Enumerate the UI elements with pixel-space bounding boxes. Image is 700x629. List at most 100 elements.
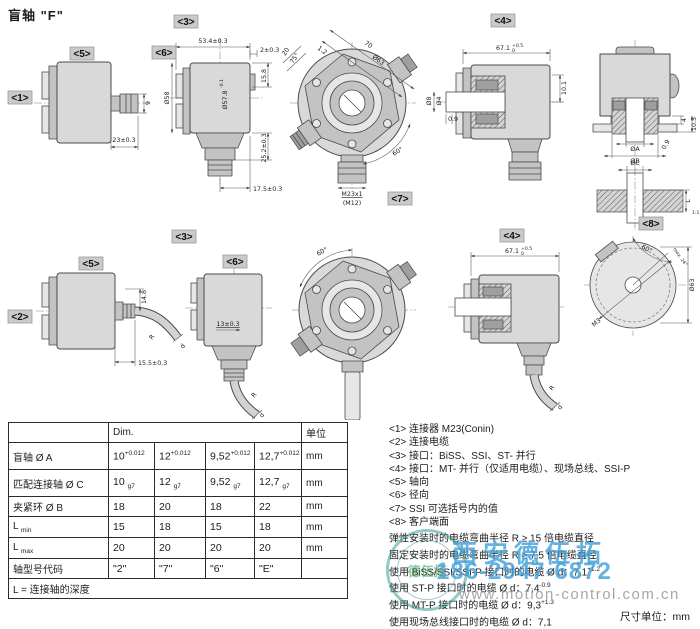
table-row: 盲轴 Ø A 10+0.012 12+0.012 9,52+0.012 12,7…	[9, 443, 348, 470]
dim-148: 14.8	[141, 290, 148, 304]
svg-text:<5>: <5>	[73, 49, 90, 60]
dim-dia-578-tol: -0.1	[219, 79, 225, 88]
unit-note: 尺寸单位：mm	[620, 609, 690, 624]
scale-note: 1:1	[692, 210, 699, 216]
row-label: 盲轴 Ø A	[9, 443, 109, 470]
svg-text:<3>: <3>	[177, 17, 194, 28]
badge-6-top: <6>	[152, 46, 176, 59]
svg-text:<4>: <4>	[494, 16, 511, 27]
table-row: 匹配连接轴 Ø C 10 g7 12 g7 9,52 g7 12,7 g7 mm	[9, 470, 348, 497]
view-customer-face-section: ØA ØB 0.9 4 10.5 ØC L 1:1 <8>	[593, 40, 699, 230]
col-unit-header: 单位	[302, 423, 348, 443]
dim-connector-length: 23±0.3	[112, 137, 135, 144]
dim-09-v4: 0.9	[448, 116, 458, 123]
badge-5-top: <5>	[70, 47, 94, 60]
dim-dia4: Ø4	[435, 97, 443, 106]
legend-note: 使用 BiSS/SSI/SSI-P 接口时的电缆 Ø d：7,1+1.2	[389, 563, 695, 580]
legend-item: <6> 径向	[389, 489, 695, 502]
table-footer-row: L = 连接轴的深度	[9, 579, 348, 599]
legend-item: <8> 客户端面	[389, 516, 695, 529]
view-front-bottom: 60°	[289, 245, 418, 420]
badge-5-bottom: <5>	[79, 257, 103, 270]
legend-item: <1> 连接器 M23(Conin)	[389, 423, 695, 436]
legend: <1> 连接器 M23(Conin) <2> 连接电缆 <3> 接口：BiSS、…	[389, 423, 695, 629]
dim-60deg-bottom: 60°	[315, 245, 329, 257]
dim-diaA: ØA	[630, 145, 640, 153]
view-rear-circle: M3 60° max. 24° Ø63	[584, 236, 696, 336]
row-label: L min	[9, 517, 109, 538]
dim-70: 70	[363, 40, 374, 50]
dim-dia8: Ø8	[425, 97, 433, 106]
svg-text:<6>: <6>	[155, 48, 172, 59]
dim-4: 4	[681, 118, 688, 122]
badge-3-top: <3>	[174, 15, 198, 28]
view-radial-cable: d R 13±0.3 <3> <6>	[172, 230, 272, 419]
dim-09-face: 0.9	[661, 139, 672, 151]
dim-cable-d-v5: d	[179, 343, 187, 350]
badge-8: <8>	[639, 217, 663, 230]
badge-6-bottom: <6>	[223, 255, 247, 268]
svg-text:<7>: <7>	[391, 194, 408, 205]
dim-175: 17.5±0.3	[253, 186, 282, 193]
dim-m12: (M12)	[343, 200, 361, 207]
table-header-row: Dim. 单位	[9, 423, 348, 443]
dim-671-top: 67.1	[496, 45, 510, 52]
view-axial-connector: 23±0.3 9 <1> <5>	[8, 47, 152, 150]
svg-text:<5>: <5>	[82, 259, 99, 270]
legend-note: 弹性安装时的电缆弯曲半径 R ≥ 15 倍电缆直径	[389, 529, 695, 546]
legend-item: <7> SSI 可选括号内的值	[389, 503, 695, 516]
table-row: L max 20 20 20 20 mm	[9, 538, 348, 559]
dim-dia-58: Ø58	[163, 92, 171, 105]
table-row: 夹紧环 Ø B 18 20 18 22 mm	[9, 497, 348, 517]
dim-671-top-sub: 0	[512, 48, 515, 54]
dim-252: 25.2±0.3	[261, 133, 268, 162]
row-label: 轴型号代码	[9, 559, 109, 579]
dim-width-534: 53.4±0.3	[198, 38, 227, 45]
badge-7: <7>	[388, 192, 412, 205]
badge-2: <2>	[8, 310, 32, 323]
dim-158: 15.8	[261, 69, 268, 83]
view-section-4-bottom: d R 67.1 +0.5 0 <4>	[448, 229, 566, 411]
badge-4-bottom: <4>	[500, 229, 524, 242]
view-axial-cable: d R 14.8 15.5±0.3 <2> <5>	[8, 257, 187, 367]
badge-3-bottom: <3>	[172, 230, 196, 243]
svg-text:<8>: <8>	[642, 219, 659, 230]
view-section-4-top: 67.1 +0.5 0 Ø8 Ø4 0.9 10.1 <4>	[425, 14, 568, 180]
table-footnote: L = 连接轴的深度	[9, 579, 348, 599]
dim-12: 1.2	[316, 45, 328, 56]
technical-drawings: 23±0.3 9 <1> <5> 53.4±0.3 2±0.3 Ø58 Ø57.…	[0, 0, 700, 420]
badge-1: <1>	[8, 91, 32, 104]
dim-101: 10.1	[561, 81, 568, 95]
legend-item: <5> 轴向	[389, 476, 695, 489]
legend-item: <4> 接口：MT- 并行（仅适用电缆）、现场总线、SSI-P	[389, 463, 695, 476]
table-row: L min 15 18 15 18 mm	[9, 517, 348, 538]
dimension-table: Dim. 单位 盲轴 Ø A 10+0.012 12+0.012 9,52+0.…	[8, 422, 348, 599]
dim-m23: M23x1	[341, 191, 362, 198]
dim-75deg: 75°	[288, 51, 301, 65]
dim-m3: M3	[591, 317, 603, 328]
row-label: 夹紧环 Ø B	[9, 497, 109, 517]
legend-item: <3> 接口：BiSS、SSI、ST- 并行	[389, 450, 695, 463]
svg-text:<4>: <4>	[503, 231, 520, 242]
row-label: L max	[9, 538, 109, 559]
dim-dia63-rear: Ø63	[688, 279, 696, 292]
view-radial-connector: 53.4±0.3 2±0.3 Ø58 Ø57.8 -0.1 15.8 25.2±…	[152, 15, 282, 193]
legend-item: <2> 连接电缆	[389, 436, 695, 449]
dim-20: 20	[281, 47, 291, 58]
row-label: 匹配连接轴 Ø C	[9, 470, 109, 497]
dim-cable-d-v6: d	[258, 412, 266, 420]
legend-note: 使用 ST-P 接口时的电缆 Ø d：7,4-0.9	[389, 579, 695, 596]
dim-671-bottom-sub: 0	[521, 251, 524, 257]
col-dim-header: Dim.	[109, 423, 302, 443]
badge-4-top: <4>	[491, 14, 515, 27]
dim-L: L	[685, 199, 692, 203]
dim-max24: max. 24°	[671, 247, 688, 268]
svg-text:<6>: <6>	[226, 257, 243, 268]
view-front-top: 70 Ø63 1.2 20 75° 60° M23x1 (M12) <7>	[281, 30, 419, 207]
dim-155: 15.5±0.3	[138, 360, 167, 367]
dim-cable-d-v4: d	[556, 404, 564, 412]
dim-105: 10.5	[691, 117, 698, 131]
legend-note: 固定安装时的电缆弯曲半径 R ≥ 7,5 倍电缆直径	[389, 546, 695, 563]
dim-60deg-top: 60°	[391, 145, 405, 158]
